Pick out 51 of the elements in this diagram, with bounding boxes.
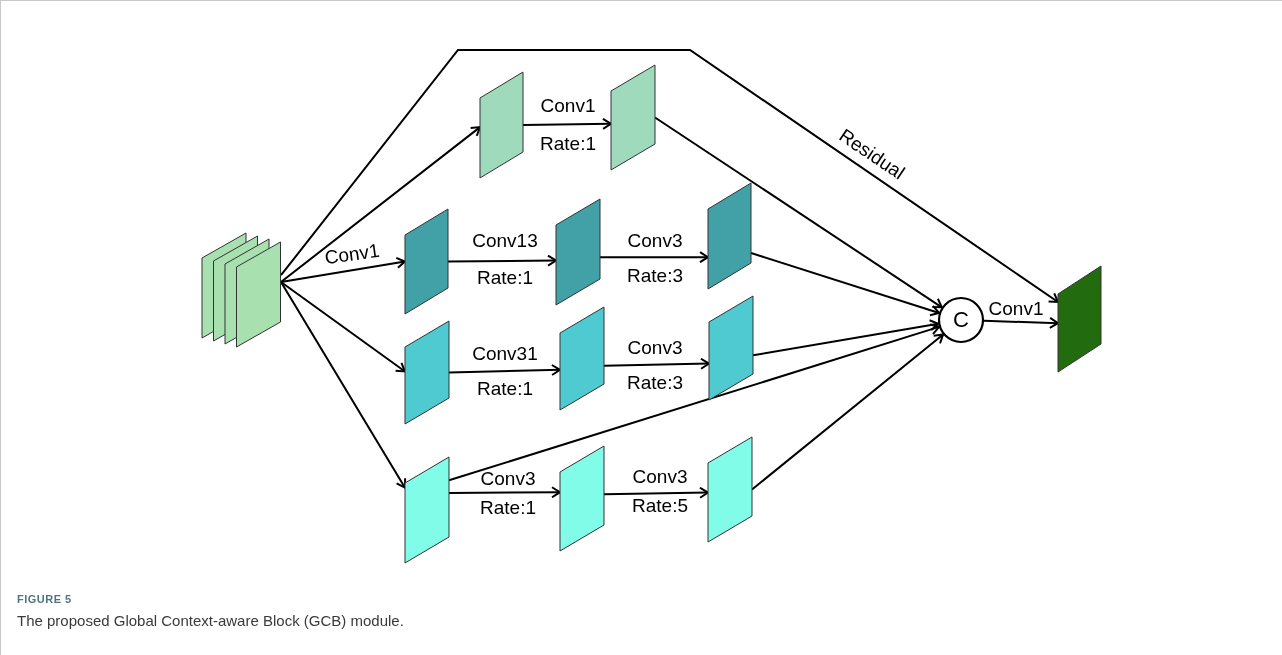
rate-label: Rate:3: [627, 265, 683, 285]
arrow: [752, 319, 940, 357]
arrow: [280, 281, 406, 373]
arrow: [751, 333, 945, 491]
feature-map: [556, 199, 600, 305]
arrow: [280, 126, 481, 283]
arrow: [280, 281, 407, 489]
feature-map: [709, 296, 753, 400]
arrow: [654, 116, 943, 309]
arrow: [447, 254, 557, 267]
edge-label: Conv3: [480, 468, 536, 488]
arrow: [599, 251, 709, 264]
feature-map-stack: [202, 233, 281, 347]
feature-map: [560, 307, 604, 410]
rate-label: Rate:1: [540, 133, 596, 153]
feature-map: [708, 183, 751, 289]
feature-map: [480, 72, 523, 178]
rate-label: Rate:1: [477, 267, 533, 287]
feature-map: [405, 321, 449, 424]
edge-label: Conv3: [627, 337, 683, 357]
feature-map: [560, 446, 604, 551]
rate-label: Rate:5: [632, 495, 688, 515]
arrow: [280, 49, 1059, 303]
arrow: [750, 252, 941, 317]
feature-map: [405, 457, 449, 563]
arrow: [983, 316, 1059, 329]
edge-label: Conv31: [472, 343, 538, 363]
rate-label: Rate:1: [480, 497, 536, 517]
concat-circle: [938, 297, 984, 343]
concat-symbol: C: [952, 306, 970, 334]
feature-map: [708, 437, 752, 542]
feature-map: [611, 65, 655, 170]
arrow: [522, 117, 612, 130]
edge-label: Conv13: [472, 230, 538, 250]
arrow: [448, 486, 561, 499]
edge-label: Conv1: [540, 95, 596, 115]
rate-label: Rate:3: [627, 372, 683, 392]
edge-label: Conv3: [627, 230, 683, 250]
feature-map: [1058, 266, 1101, 372]
edge-label: Conv1: [988, 298, 1044, 318]
edge-label: Conv1: [323, 240, 381, 268]
arrow: [280, 256, 406, 283]
figure-number: FIGURE 5: [17, 593, 72, 605]
arrow: [603, 357, 710, 370]
arrow: [448, 323, 941, 482]
arrow: [603, 486, 709, 499]
feature-map: [405, 209, 448, 314]
rate-label: Rate:1: [477, 378, 533, 398]
figure-caption: The proposed Global Context-aware Block (GCB) module.: [17, 612, 404, 629]
arrow: [448, 364, 561, 376]
edge-label: Conv3: [632, 466, 688, 486]
